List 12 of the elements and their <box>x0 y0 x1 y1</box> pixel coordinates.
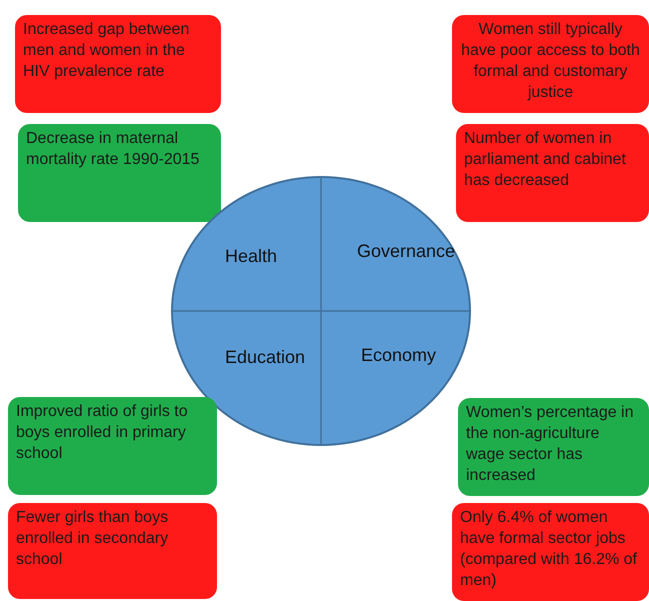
negative-indicator-box: Women still typically have poor access to both formal and customary justice <box>452 15 649 113</box>
quadrant-label: Economy <box>361 345 436 366</box>
negative-indicator-box: Only 6.4% of women have formal sector jobs (compared with 16.2% of men) <box>452 503 649 601</box>
positive-indicator-box: Improved ratio of girls to boys enrolled in primary school <box>8 397 217 495</box>
positive-indicator-box: Decrease in maternal mortality rate 1990-2015 <box>18 124 221 222</box>
negative-indicator-box: Number of women in parliament and cabinet has decreased <box>456 124 649 222</box>
quadrant-label: Education <box>225 347 306 368</box>
quadrant-label: Governance <box>357 241 456 262</box>
positive-indicator-box: Women’s percentage in the non-agriculture wage sector has increased <box>458 398 649 496</box>
quadrant-label: Health <box>225 246 278 267</box>
negative-indicator-box: Fewer girls than boys enrolled in secondary school <box>8 503 217 599</box>
negative-indicator-box: Increased gap between men and women in the HIV prevalence rate <box>15 15 221 113</box>
